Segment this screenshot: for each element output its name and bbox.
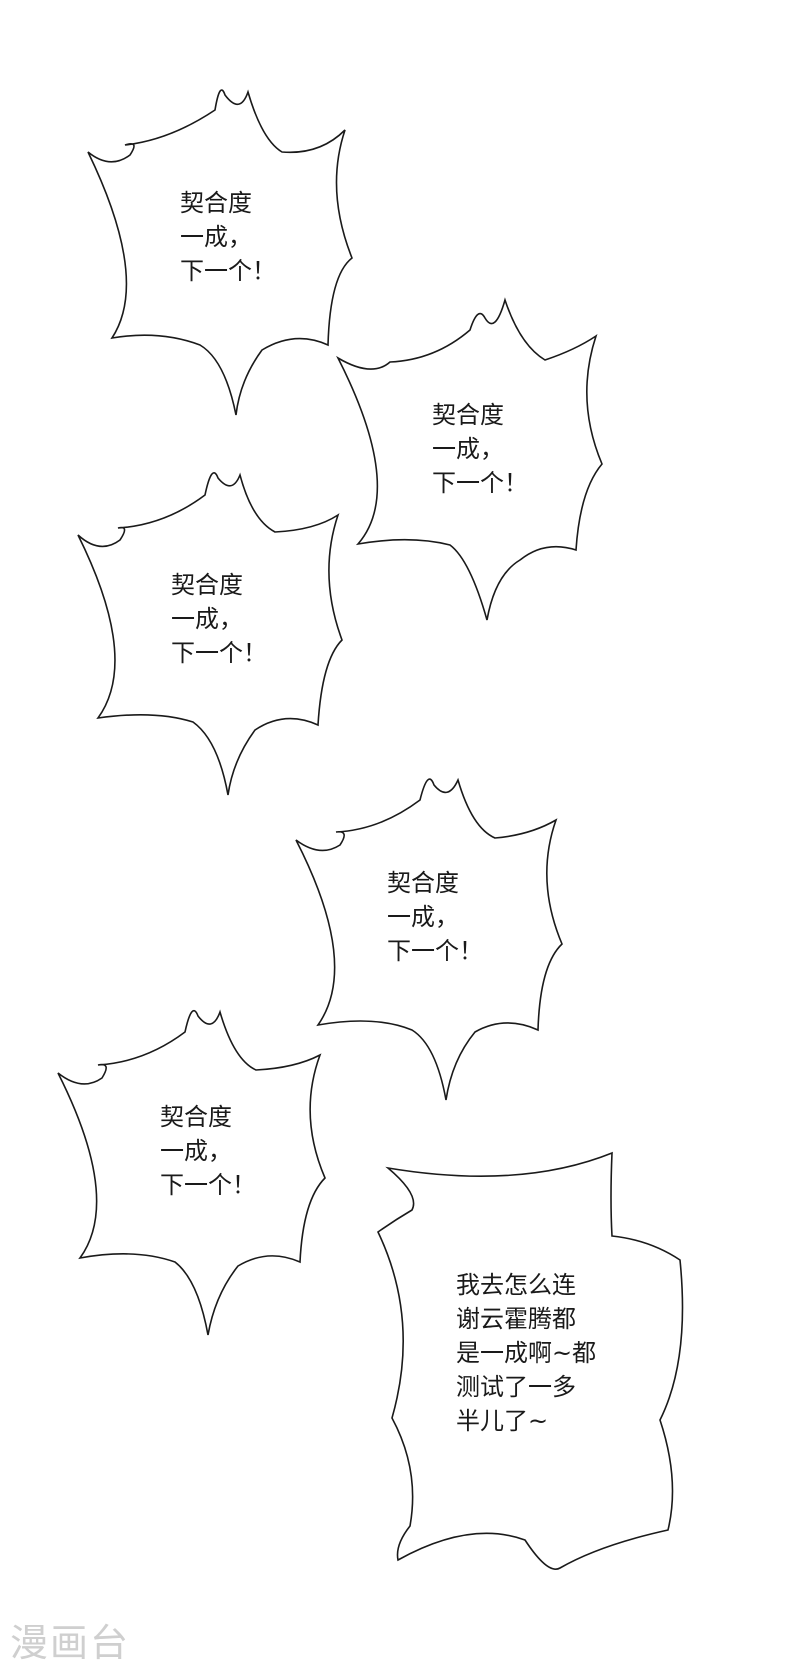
bubble-3-line: 一成，	[171, 605, 243, 633]
bubble-text-5: 契合度 一成， 下一个！	[160, 1100, 256, 1202]
bubble-4-line: 契合度	[387, 869, 459, 897]
bubble-2-line: 一成，	[432, 435, 504, 463]
bubble-2-line: 下一个！	[432, 469, 528, 497]
speech-bubble-4	[295, 777, 563, 1101]
watermark-logo: 漫画台	[10, 1621, 131, 1665]
bubble-6-line: 我去怎么连	[456, 1271, 576, 1299]
bubble-text-6: 我去怎么连 谢云霍腾都 是一成啊~都 测试了一多 半儿了~	[456, 1268, 596, 1438]
bubble-5-line: 一成，	[160, 1137, 232, 1165]
bubble-1-line: 一成，	[180, 223, 252, 251]
bubble-3-line: 下一个！	[171, 639, 267, 667]
bubble-6-line: 半儿了~	[456, 1407, 549, 1435]
bubble-4-line: 一成，	[387, 903, 459, 931]
bubble-3-line: 契合度	[171, 571, 243, 599]
bubble-6-line: 是一成啊~都	[456, 1339, 597, 1367]
bubble-text-3: 契合度 一成， 下一个！	[171, 568, 267, 670]
speech-bubble-3	[77, 472, 343, 796]
bubble-4-line: 下一个！	[387, 937, 483, 965]
bubble-5-line: 契合度	[160, 1103, 232, 1131]
speech-bubble-5	[57, 1009, 326, 1336]
bubble-1-line: 契合度	[180, 189, 252, 217]
speech-bubble-6	[376, 1151, 684, 1570]
bubble-text-1: 契合度 一成， 下一个！	[180, 186, 276, 288]
bubble-2-line: 契合度	[432, 401, 504, 429]
bubble-text-2: 契合度 一成， 下一个！	[432, 398, 528, 500]
bubble-6-line: 谢云霍腾都	[456, 1305, 576, 1333]
speech-bubble-1	[87, 89, 353, 416]
bubble-text-4: 契合度 一成， 下一个！	[387, 866, 483, 968]
bubble-1-line: 下一个！	[180, 257, 276, 285]
speech-bubble-2	[336, 297, 603, 621]
bubble-5-line: 下一个！	[160, 1171, 256, 1199]
bubble-6-line: 测试了一多	[456, 1373, 576, 1401]
